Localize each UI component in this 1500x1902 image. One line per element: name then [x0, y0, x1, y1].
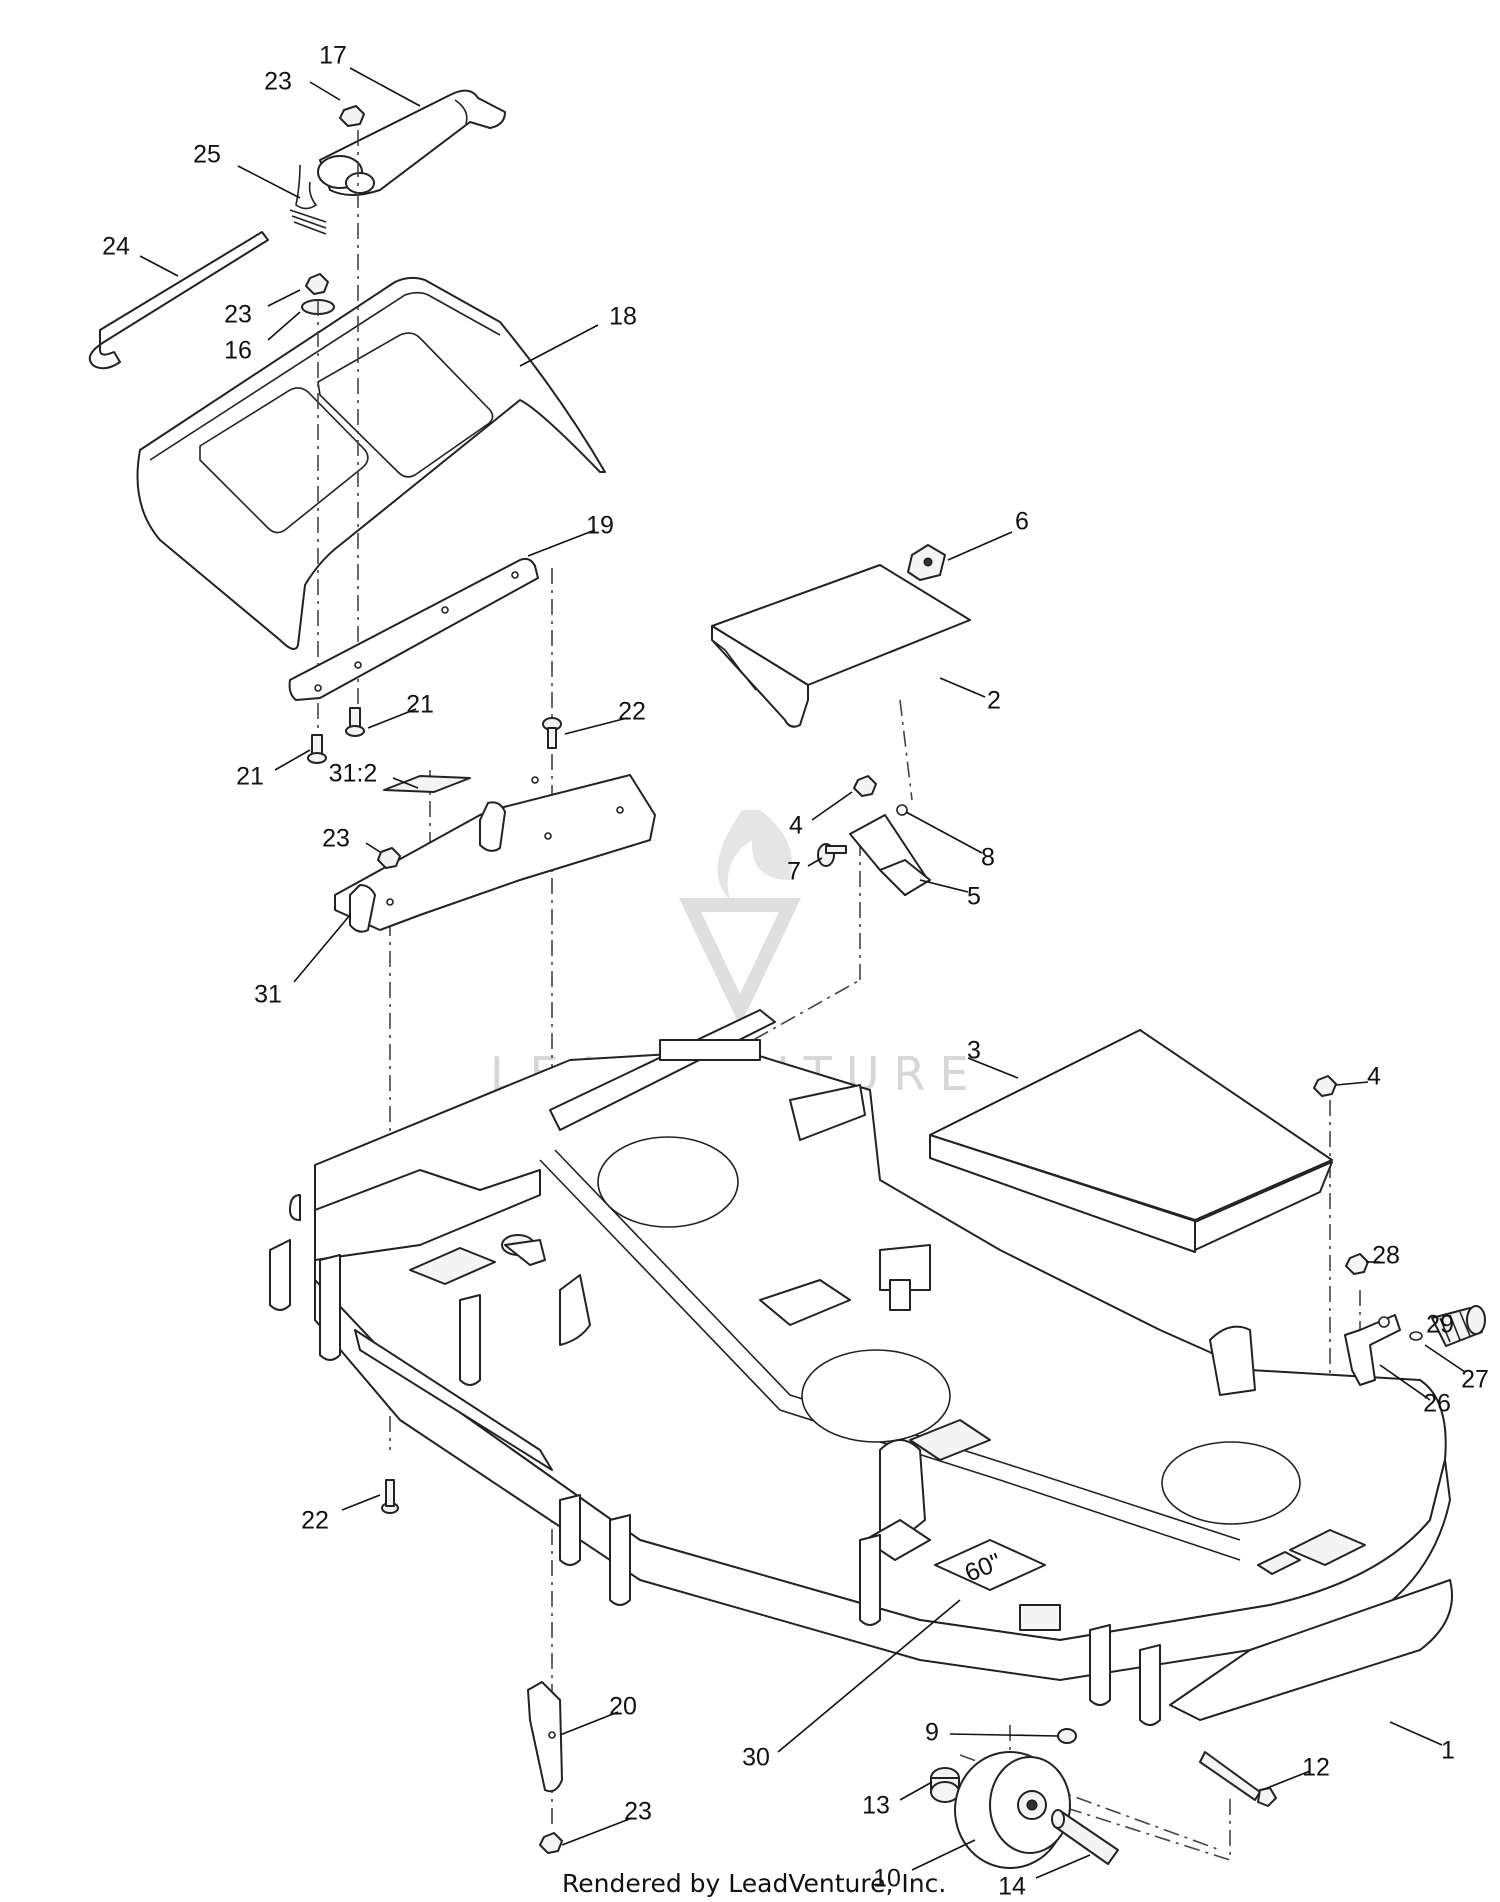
part-7-bolt — [817, 843, 847, 867]
callout-13: 13 — [862, 1792, 890, 1820]
callout-20: 20 — [609, 1693, 637, 1721]
part-27-washer — [1409, 1331, 1423, 1341]
part-10-wheel — [954, 1751, 1071, 1869]
callout-23: 23 — [264, 68, 292, 96]
part-6-knob — [907, 544, 946, 581]
part-29-cap — [1431, 1305, 1486, 1347]
callout-22: 22 — [618, 698, 646, 726]
callout-31-2: 31:2 — [329, 760, 378, 788]
callout-22: 22 — [301, 1507, 329, 1535]
callout-4: 4 — [789, 812, 803, 840]
part-23-nut — [339, 105, 365, 127]
part-4-screw — [853, 775, 877, 797]
part-25-spring — [289, 164, 327, 235]
part-23-nut-31 — [377, 847, 401, 869]
callout-21: 21 — [406, 691, 434, 719]
callout-4: 4 — [1367, 1063, 1381, 1091]
callout-21: 21 — [236, 763, 264, 791]
part-28-screw — [1345, 1253, 1369, 1275]
part-14-tube — [1051, 1809, 1119, 1865]
callout-16: 16 — [224, 337, 252, 365]
part-18-footrest-plate — [136, 276, 606, 650]
callout-19: 19 — [586, 512, 614, 540]
callout-30: 30 — [742, 1744, 770, 1772]
callout-8: 8 — [981, 844, 995, 872]
callout-12: 12 — [1302, 1754, 1330, 1782]
part-22-bolt — [542, 717, 562, 749]
callout-5: 5 — [967, 883, 981, 911]
callout-9: 9 — [925, 1719, 939, 1747]
part-13-spacer — [930, 1767, 960, 1803]
part-8-washer — [896, 804, 908, 816]
callout-6: 6 — [1015, 508, 1029, 536]
callout-25: 25 — [193, 141, 221, 169]
callout-1: 1 — [1441, 1737, 1455, 1765]
leader-lines — [139, 67, 1466, 1879]
callout-18: 18 — [609, 303, 637, 331]
part-12-axle-bolt — [1199, 1751, 1277, 1807]
callout-23: 23 — [624, 1798, 652, 1826]
callout-3: 3 — [967, 1037, 981, 1065]
callout-29: 29 — [1426, 1311, 1454, 1339]
callout-23: 23 — [322, 825, 350, 853]
part-19-strip — [288, 557, 539, 701]
part-1-mower-deck: 60" — [269, 1009, 1453, 1726]
callout-17: 17 — [319, 42, 347, 70]
part-9-bushing — [1057, 1728, 1077, 1744]
part-17-bracket — [317, 89, 506, 196]
part-23-nut-lower — [539, 1832, 563, 1854]
part-3-cover — [929, 1029, 1333, 1253]
callout-2: 2 — [987, 687, 1001, 715]
part-4-screw-right — [1313, 1075, 1337, 1097]
callout-23: 23 — [224, 301, 252, 329]
part-21-bolt — [307, 707, 365, 764]
callout-10: 10 — [873, 1865, 901, 1893]
part-26-fitting — [1344, 1314, 1401, 1386]
part-20-bracket — [527, 1681, 563, 1793]
callout-7: 7 — [787, 858, 801, 886]
callout-26: 26 — [1423, 1390, 1451, 1418]
part-31-hitch-bracket — [334, 774, 656, 933]
part-22-bolt-lower — [381, 1479, 399, 1514]
part-5-bracket — [849, 814, 931, 896]
part-24-rod — [88, 231, 269, 370]
callout-24: 24 — [102, 233, 130, 261]
callout-31: 31 — [254, 981, 282, 1009]
callout-28: 28 — [1372, 1242, 1400, 1270]
callout-14: 14 — [998, 1873, 1026, 1901]
part-31-2-decal — [383, 775, 471, 793]
callout-27: 27 — [1461, 1366, 1489, 1394]
part-2-cover — [711, 564, 971, 728]
footer-credit: Rendered by LeadVenture, Inc. — [562, 1869, 947, 1898]
